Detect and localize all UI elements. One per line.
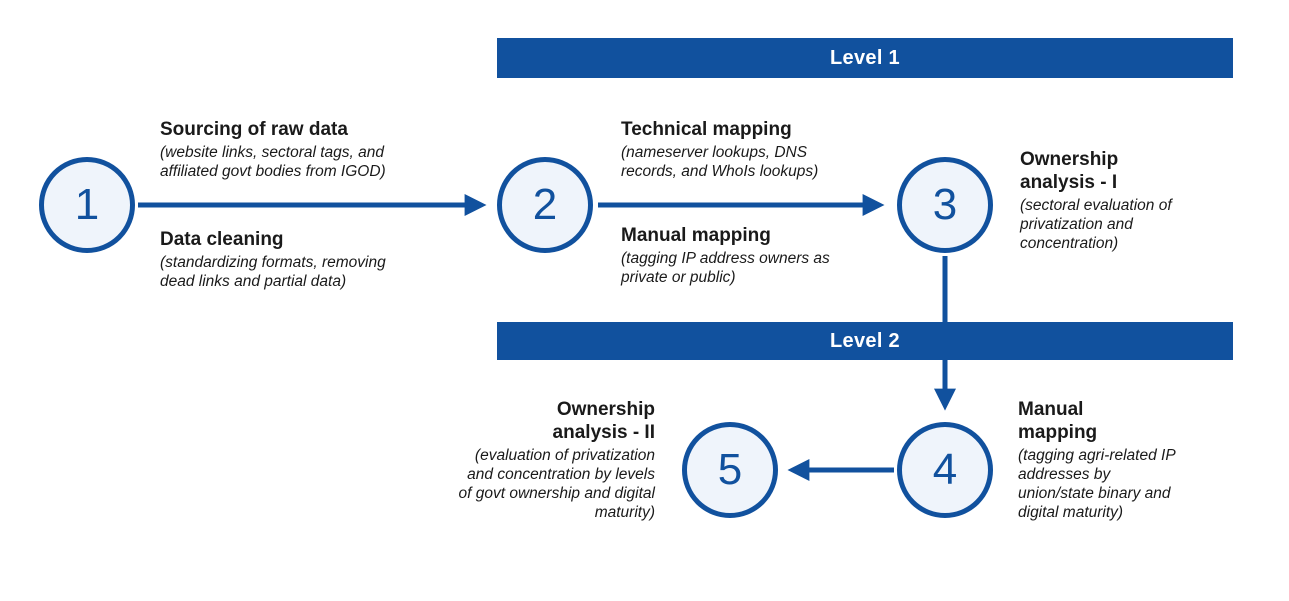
step-manual-mapping-level1-detail: (tagging IP address owners as private or… <box>621 250 830 287</box>
step-manual-mapping-level1: Manual mapping (tagging IP address owner… <box>621 224 861 288</box>
step-manual-mapping-level2-title: Manual mapping <box>1018 399 1098 444</box>
step-manual-mapping-level2-detail: (tagging agri-related IP addresses by un… <box>1018 447 1176 522</box>
step-sourcing-raw-data-title: Sourcing of raw data <box>160 119 348 140</box>
node-3-circle: 3 <box>897 157 993 253</box>
step-ownership-analysis-1: Ownership analysis - I (sectoral evaluat… <box>1020 148 1210 254</box>
step-manual-mapping-level1-title: Manual mapping <box>621 225 771 246</box>
step-technical-mapping-detail: (nameserver lookups, DNS records, and Wh… <box>621 144 819 181</box>
level-2-banner: Level 2 <box>497 322 1233 360</box>
step-data-cleaning-detail: (standardizing formats, removing dead li… <box>160 254 386 291</box>
level-1-banner: Level 1 <box>497 38 1233 78</box>
step-ownership-analysis-1-detail: (sectoral evaluation of privatization an… <box>1020 197 1172 253</box>
step-data-cleaning-title: Data cleaning <box>160 229 284 250</box>
step-technical-mapping-title: Technical mapping <box>621 119 792 140</box>
step-manual-mapping-level2: Manual mapping (tagging agri-related IP … <box>1018 398 1208 523</box>
step-ownership-analysis-2-title: Ownership analysis - II <box>552 399 655 444</box>
node-4-circle: 4 <box>897 422 993 518</box>
node-1-circle: 1 <box>39 157 135 253</box>
step-sourcing-raw-data: Sourcing of raw data (website links, sec… <box>160 118 460 182</box>
node-2-circle: 2 <box>497 157 593 253</box>
node-5-circle: 5 <box>682 422 778 518</box>
step-ownership-analysis-1-title: Ownership analysis - I <box>1020 149 1119 194</box>
step-ownership-analysis-2-detail: (evaluation of privatization and concent… <box>458 447 655 522</box>
step-technical-mapping: Technical mapping (nameserver lookups, D… <box>621 118 881 182</box>
step-data-cleaning: Data cleaning (standardizing formats, re… <box>160 228 420 292</box>
step-ownership-analysis-2: Ownership analysis - II (evaluation of p… <box>395 398 655 523</box>
step-sourcing-raw-data-detail: (website links, sectoral tags, and affil… <box>160 144 386 181</box>
